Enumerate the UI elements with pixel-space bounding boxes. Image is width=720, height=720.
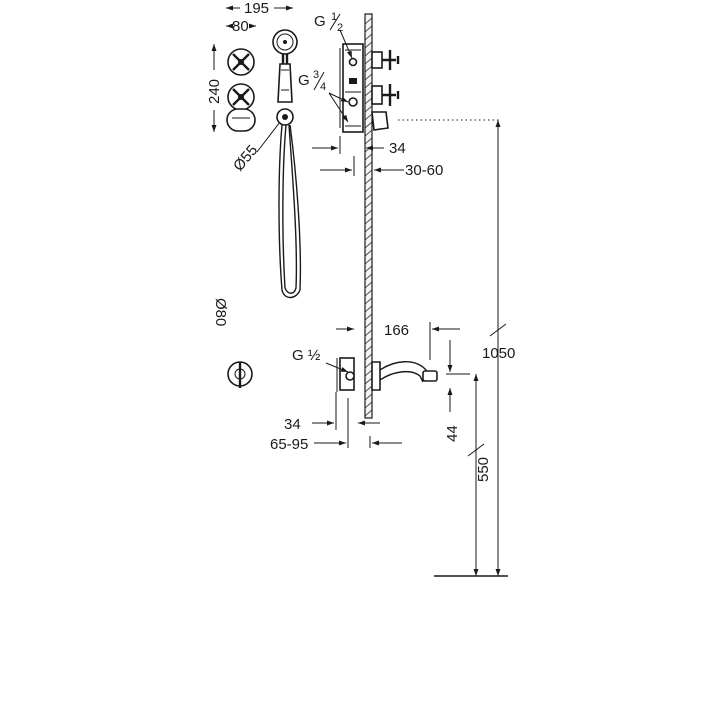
dim-g12-top-base: G (314, 13, 326, 30)
wall-hatch-line (364, 313, 373, 321)
wall-hatch-line (364, 81, 373, 89)
wall-hatch-line (364, 25, 373, 33)
dimension-lines (211, 5, 508, 577)
wall-hatch-line (364, 249, 373, 257)
dim-g34-base: G (298, 72, 310, 89)
wall-hatch-line (364, 305, 373, 313)
dim-80: 80 (232, 18, 249, 35)
wall-hatch-line (364, 137, 373, 145)
dim-diameter-55: Ø55 (230, 142, 261, 175)
wall-hatch-line (364, 105, 373, 113)
wall-hatch-line (364, 113, 373, 121)
wall-hatch-line (364, 377, 373, 385)
wall-hatch-line (364, 201, 373, 209)
wall-hatch-line (364, 89, 373, 97)
valve-body-side (339, 43, 400, 133)
wall-hatch-line (364, 161, 373, 169)
wall-hatch-line (364, 321, 373, 329)
wall-hatch-line (364, 41, 373, 49)
dim-34-top: 34 (389, 140, 406, 157)
dim-240: 240 (206, 79, 223, 104)
wall-hatch-line (364, 97, 373, 105)
dim-diameter-80: Ø80 (212, 298, 229, 326)
wall-hatch-line (364, 73, 373, 81)
wall-hatch-line (364, 281, 373, 289)
wall-hatch-line (364, 233, 373, 241)
wall-section (364, 13, 373, 419)
wall-hatch-line (364, 65, 373, 73)
wall-hatch-line (364, 361, 373, 369)
spout-rosette-front (227, 361, 253, 388)
dim-g12-bottom: G ½ (292, 347, 321, 364)
wall-hatch-line (364, 185, 373, 193)
wall-hatch-line (364, 257, 373, 265)
wall-hatch-line (364, 353, 373, 361)
wall-hatch-line (364, 265, 373, 273)
dim-65-95: 65-95 (270, 436, 308, 453)
wall-hatch-line (364, 369, 373, 377)
wall-hatch-line (364, 153, 373, 161)
wall-hatch-line (364, 393, 373, 401)
wall-hatch-line (364, 17, 373, 25)
wall-hatch-line (364, 57, 373, 65)
wall-hatch-line (364, 385, 373, 393)
dim-g34-den: 4 (320, 81, 326, 93)
wall-hatch-line (364, 177, 373, 185)
wall-hatch-line (364, 33, 373, 41)
dim-195: 195 (244, 0, 269, 17)
dim-30-60: 30-60 (405, 162, 443, 179)
hand-shower (272, 29, 302, 299)
wall-hatch-line (364, 337, 373, 345)
wall-hatch-line (364, 409, 373, 417)
wall-hatch-line (364, 273, 373, 281)
wall-hatch-line (364, 193, 373, 201)
wall-hatch-line (364, 121, 373, 129)
dim-44: 44 (444, 425, 461, 442)
front-view-handles (226, 48, 256, 132)
wall-hatch-line (364, 169, 373, 177)
wall-hatch-line (364, 401, 373, 409)
wall-hatch-line (364, 289, 373, 297)
dim-g12-top-num: 1 (331, 11, 337, 23)
wall-hatch-line (364, 209, 373, 217)
wall-hatch-line (364, 225, 373, 233)
wall-hatch-line (364, 129, 373, 137)
bath-spout (336, 357, 438, 392)
dim-550: 550 (475, 457, 492, 482)
wall-hatch-line (364, 217, 373, 225)
dim-166: 166 (384, 322, 409, 339)
wall-hatch-line (364, 329, 373, 337)
wall-hatch-line (364, 297, 373, 305)
dim-1050: 1050 (482, 345, 515, 362)
dim-34-bottom: 34 (284, 416, 301, 433)
dim-g34-num: 3 (313, 69, 319, 81)
dim-g12-top-den: 2 (337, 22, 343, 34)
wall-hatch-line (364, 49, 373, 57)
wall-hatch-line (364, 241, 373, 249)
wall-hatch-line (364, 345, 373, 353)
